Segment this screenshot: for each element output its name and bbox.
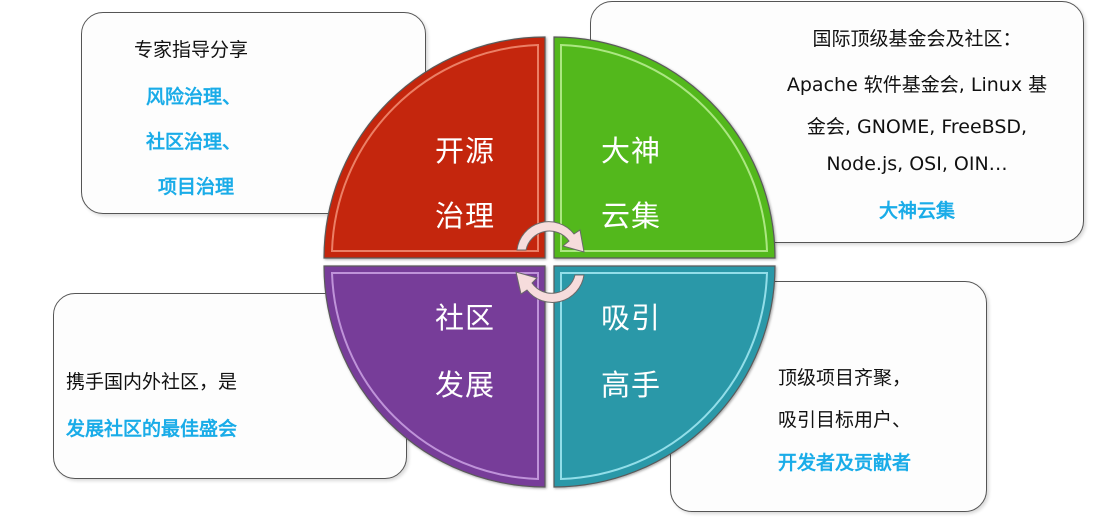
experts-box-line-1: 国际顶级基金会及社区： <box>812 28 1022 50</box>
talent-box-highlight: 开发者及贡献者 <box>778 452 912 474</box>
quadrant-community-label-1: 社区 <box>435 301 496 335</box>
talent-box-line-1: 顶级项目齐聚， <box>778 367 912 389</box>
governance-item-risk: 风险治理、 <box>146 86 242 108</box>
quadrant-talent-label-1: 吸引 <box>601 301 662 335</box>
experts-box-line-2: Apache 软件基金会, Linux 基 <box>786 74 1048 96</box>
talent-box-line-2: 吸引目标用户、 <box>778 409 912 431</box>
quadrant-governance <box>323 36 546 259</box>
quadrant-talent <box>553 265 776 488</box>
community-box-highlight: 发展社区的最佳盛会 <box>66 418 238 440</box>
quadrant-governance-label-1: 开源 <box>435 134 496 168</box>
quadrant-experts-label-2: 云集 <box>601 199 662 233</box>
experts-box-line-3: 金会, GNOME, FreeBSD, <box>806 116 1028 138</box>
governance-item-project: 项目治理 <box>158 176 235 198</box>
quadrant-community <box>323 265 546 488</box>
community-box-line: 携手国内外社区，是 <box>66 371 238 393</box>
quadrant-experts <box>553 36 776 259</box>
governance-info-box: 专家指导分享 风险治理、 社区治理、 项目治理 <box>81 12 426 214</box>
circular-arrows-icon <box>515 221 585 303</box>
quadrant-community-label-2: 发展 <box>435 368 496 402</box>
governance-box-title: 专家指导分享 <box>134 39 249 61</box>
experts-box-line-4: Node.js, OSI, OIN… <box>826 153 1008 175</box>
quadrant-experts-label-1: 大神 <box>601 134 662 168</box>
governance-item-community: 社区治理、 <box>146 131 242 153</box>
quadrant-governance-label-2: 治理 <box>435 199 496 233</box>
quadrant-talent-label-2: 高手 <box>601 368 662 402</box>
experts-box-highlight: 大神云集 <box>878 200 955 222</box>
community-info-box: 携手国内外社区，是 发展社区的最佳盛会 <box>53 293 407 479</box>
